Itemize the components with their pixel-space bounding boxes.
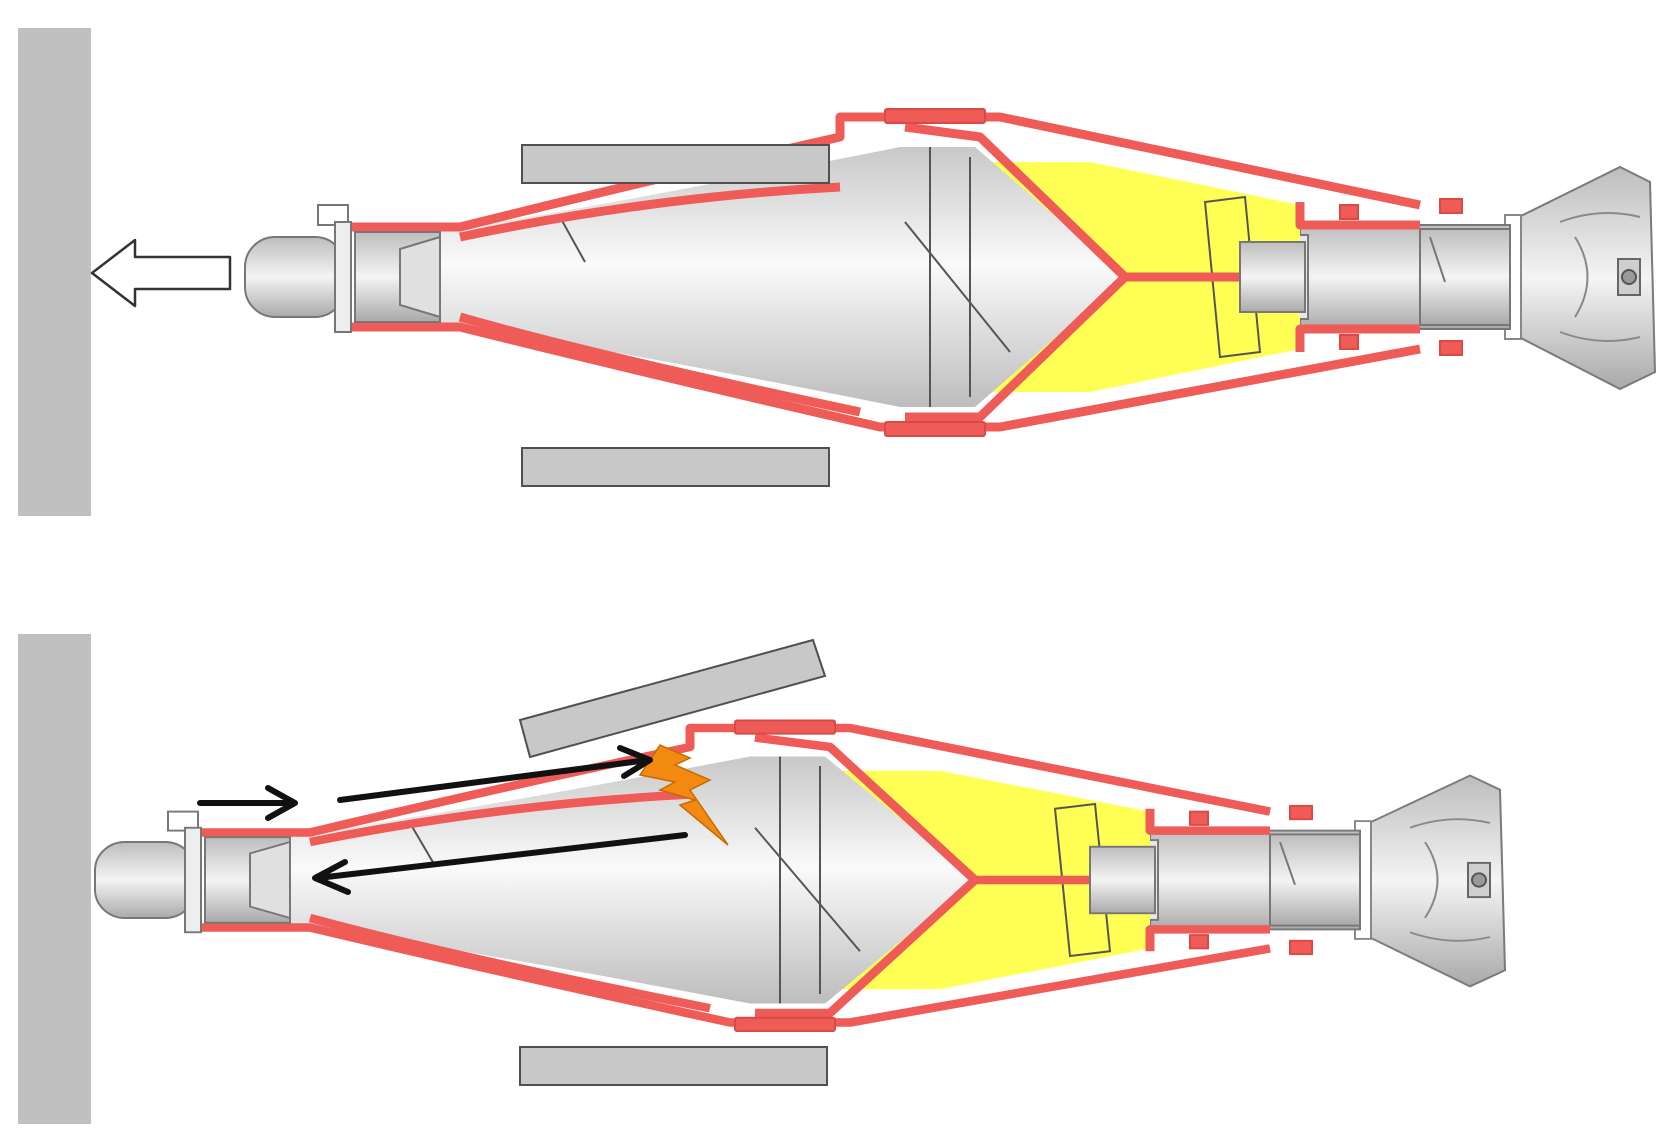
arrow-left-long: [312, 832, 688, 895]
panel-at-impact: [18, 634, 1505, 1124]
arrow-right-long: [337, 745, 653, 803]
panel-before-impact: [18, 28, 1655, 516]
interaction-arrows: [197, 745, 688, 895]
penetrator-bottom: [95, 720, 1505, 1031]
lightning-bolt-icon: [638, 744, 729, 846]
rail-lower-top: [521, 447, 830, 487]
rail-upper-top: [521, 144, 830, 184]
arrow-right-short: [197, 785, 298, 821]
wall-bottom: [18, 634, 91, 1124]
motion-arrow-left: [90, 238, 232, 308]
rail-lower-bottom: [519, 1046, 828, 1086]
penetrator-top: [245, 109, 1655, 436]
wall-top: [18, 28, 91, 516]
rail-upper-tilted: [518, 638, 827, 759]
